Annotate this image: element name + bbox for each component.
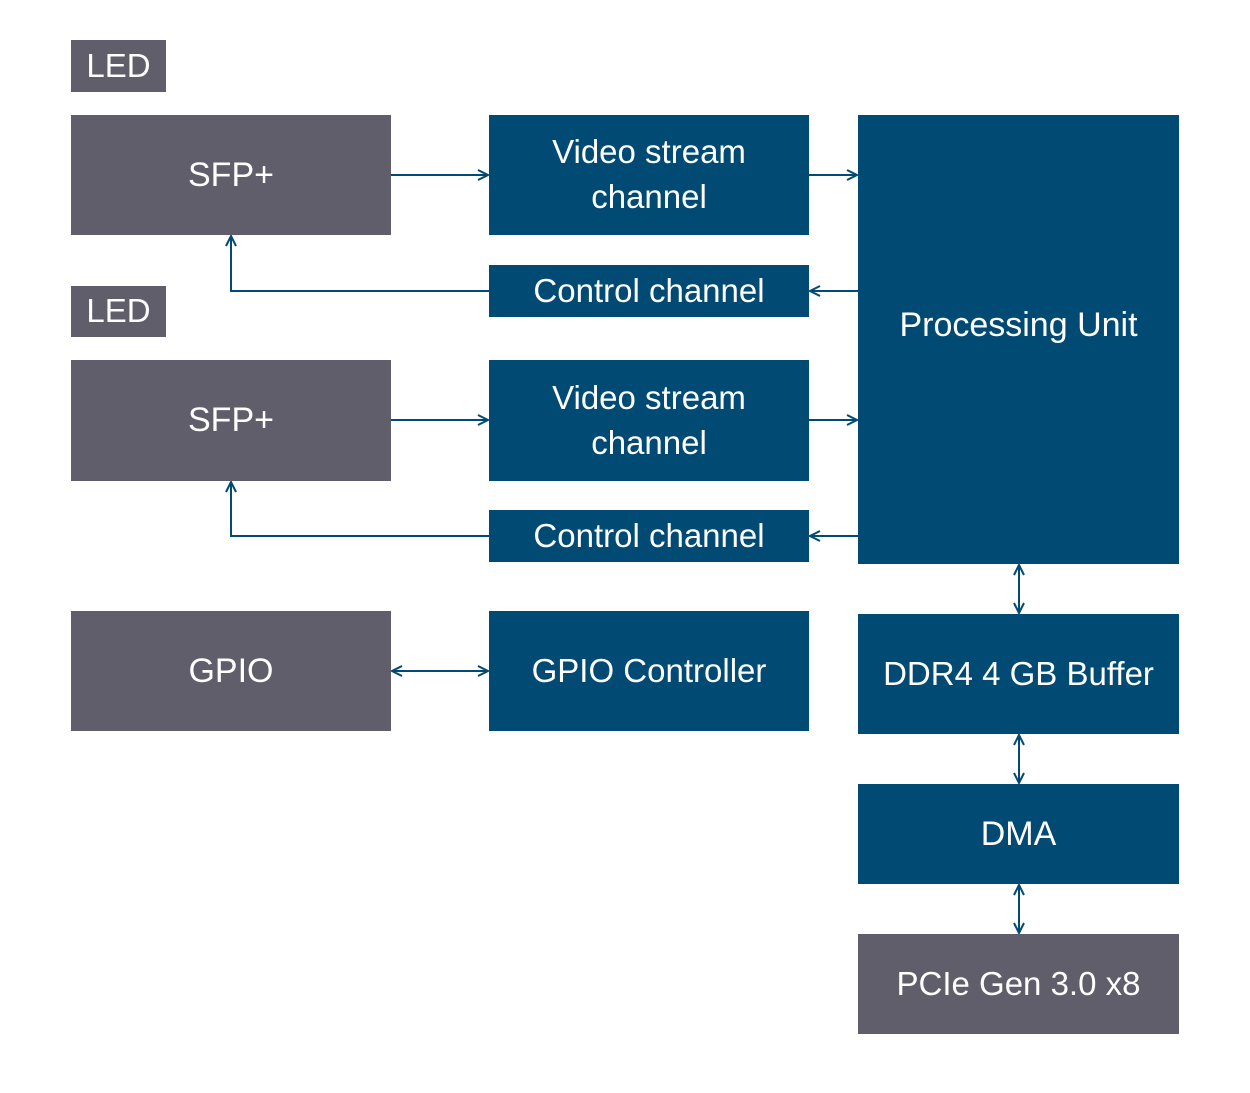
gpio-block: GPIO bbox=[71, 611, 391, 731]
sfp-block-2: SFP+ bbox=[71, 360, 391, 481]
pcie-block: PCIe Gen 3.0 x8 bbox=[858, 934, 1179, 1034]
led-label-1: LED bbox=[71, 40, 166, 92]
gpio-controller-block: GPIO Controller bbox=[489, 611, 809, 731]
arrow-control2-to-sfp2 bbox=[231, 482, 489, 537]
video-stream-channel-1: Video stream channel bbox=[489, 115, 809, 235]
processing-unit-block: Processing Unit bbox=[858, 115, 1179, 564]
control-channel-1: Control channel bbox=[489, 265, 809, 317]
video-stream-channel-2: Video stream channel bbox=[489, 360, 809, 481]
ddr4-buffer-block: DDR4 4 GB Buffer bbox=[858, 614, 1179, 734]
dma-block: DMA bbox=[858, 784, 1179, 884]
led-label-2: LED bbox=[71, 286, 166, 337]
sfp-block-1: SFP+ bbox=[71, 115, 391, 235]
arrow-control1-to-sfp1 bbox=[231, 236, 489, 292]
control-channel-2: Control channel bbox=[489, 510, 809, 562]
